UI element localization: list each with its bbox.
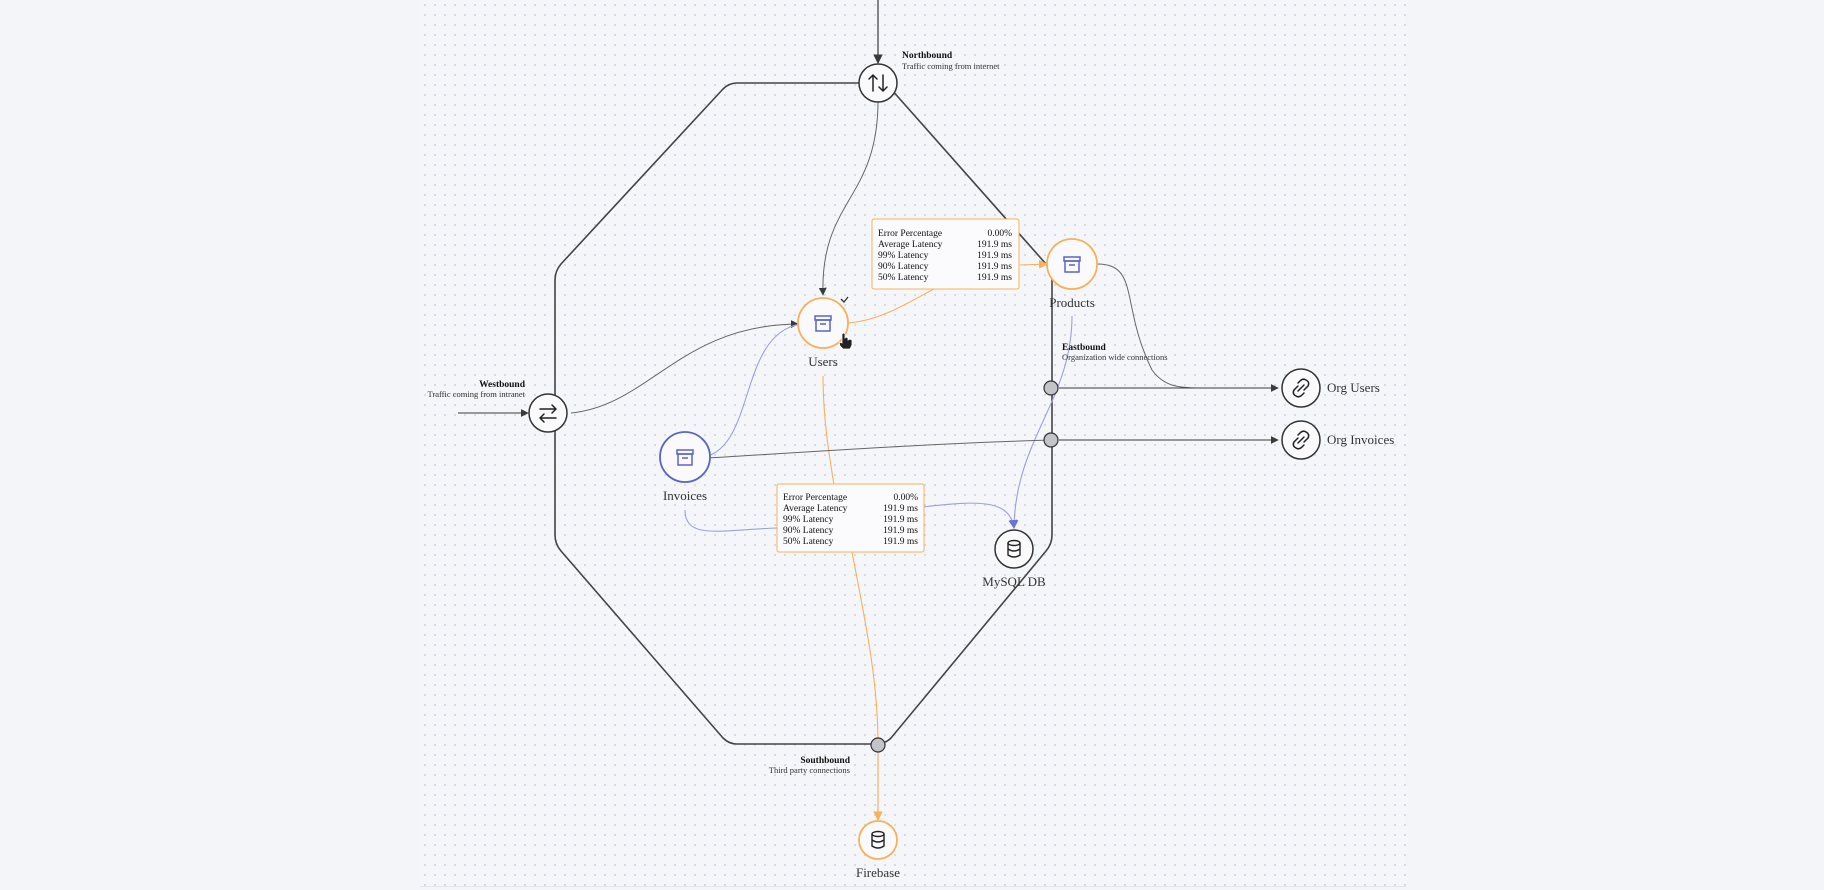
tooltip-label: Average Latency [878,240,943,250]
firebase-label: Firebase [856,865,900,880]
westbound-gateway-node[interactable] [528,393,568,433]
mysql-db-node[interactable] [994,529,1034,569]
tooltip-value: 191.9 ms [977,251,1012,261]
edge-users-southbound [822,375,835,486]
tooltip-value: 0.00% [893,493,918,503]
cluster-boundary [554,82,1053,745]
tooltip-value: 191.9 ms [883,504,918,514]
tooltip-label: Average Latency [783,504,848,514]
tooltip-label: 50% Latency [878,273,929,283]
chevron-down-icon[interactable] [840,296,849,303]
cursor-hand-icon [838,332,853,350]
southbound-subtitle: Third party connections [769,765,850,775]
tooltip-label: Error Percentage [783,493,847,503]
edge-users-products-tail [1019,259,1048,269]
products-service-node[interactable] [1046,238,1098,290]
arrows-left-right-icon [539,404,557,423]
tooltip-label: Error Percentage [878,229,942,239]
org-users-node[interactable] [1281,368,1321,408]
metrics-tooltip-users-products: Error Percentage 0.00% Average Latency 1… [871,218,1020,290]
tooltip-label: 90% Latency [783,526,834,536]
invoices-label: Invoices [663,488,707,503]
diagram-canvas[interactable]: Error Percentage 0.00% Average Latency 1… [420,0,1406,887]
tooltip-label: 99% Latency [878,251,929,261]
org-invoices-node[interactable] [1281,420,1321,460]
eastbound-title: Eastbound [1062,343,1107,353]
tooltip-label: 99% Latency [783,515,834,525]
products-label: Products [1049,295,1095,310]
southbound-title: Southbound [800,756,850,766]
westbound-title: Westbound [479,380,526,390]
eastbound-subtitle: Organization wide connections [1062,352,1168,362]
arrows-up-down-icon [868,74,888,92]
tooltip-value: 191.9 ms [977,273,1012,283]
service-topology-diagram: Error Percentage 0.00% Average Latency 1… [428,0,1394,880]
edge-products-eastbound [1096,263,1211,389]
database-icon [871,830,885,849]
northbound-subtitle: Traffic coming from internet [902,61,1000,71]
tooltip-label: 50% Latency [783,537,834,547]
archive-box-icon [1063,256,1081,273]
archive-box-icon [676,449,694,466]
northbound-gateway-node[interactable] [858,63,898,103]
tooltip-label: 90% Latency [878,262,929,272]
southbound-port[interactable] [870,737,886,753]
users-label: Users [808,354,838,369]
edge-users-southbound-b [851,551,879,745]
edge-invoices-users [707,323,801,457]
tooltip-value: 191.9 ms [883,526,918,536]
org-invoices-label: Org Invoices [1327,432,1394,447]
tooltip-value: 191.9 ms [977,240,1012,250]
link-icon [1292,378,1310,398]
eastbound-port-1[interactable] [1043,380,1059,396]
tooltip-value: 191.9 ms [883,515,918,525]
edge-invoices-mysql-a [684,509,778,532]
westbound-subtitle: Traffic coming from intranet [428,389,526,399]
tooltip-value: 191.9 ms [883,537,918,547]
mysql-label: MySQL DB [982,574,1046,589]
tooltip-value: 191.9 ms [977,262,1012,272]
metrics-tooltip-users-firebase: Error Percentage 0.00% Average Latency 1… [776,483,925,553]
link-icon [1292,430,1310,450]
org-users-label: Org Users [1327,380,1380,395]
edge-westbound-users [570,320,799,414]
database-icon [1007,539,1021,558]
archive-box-icon [814,315,832,332]
eastbound-port-2[interactable] [1043,432,1059,448]
edge-invoices-mysql-b [922,502,1018,529]
northbound-title: Northbound [902,51,953,61]
users-service-node[interactable] [797,297,849,349]
tooltip-value: 0.00% [987,229,1012,239]
edge-northbound-users [818,100,879,296]
edge-invoices-eastbound [707,439,1053,459]
invoices-service-node[interactable] [659,431,711,483]
edge-products-mysql [1009,315,1073,529]
firebase-node[interactable] [858,820,898,860]
